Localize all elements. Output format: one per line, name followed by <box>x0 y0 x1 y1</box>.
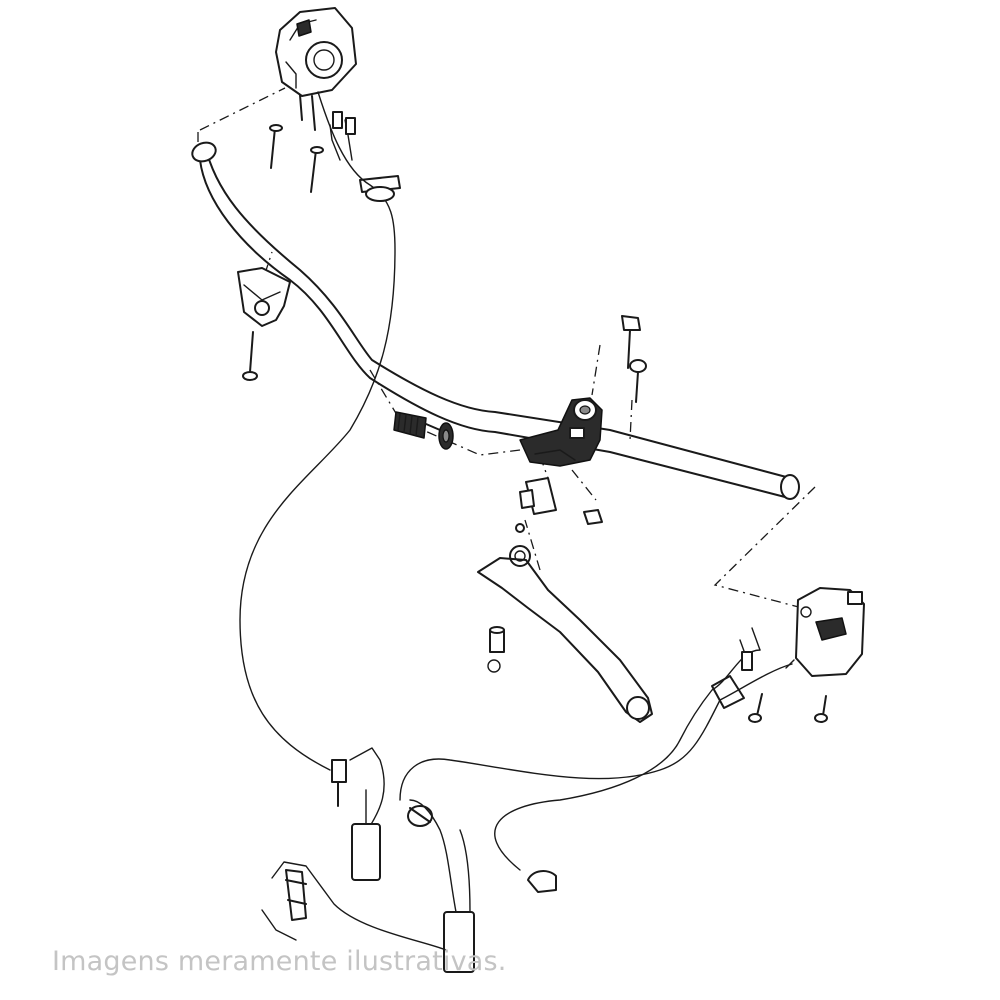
screws-bracket <box>621 315 647 403</box>
adjuster-bolt <box>393 411 441 439</box>
lock-ring <box>438 422 454 450</box>
watermark-text: Imagens meramente ilustrativas. <box>52 946 507 977</box>
left-switch-housing <box>275 7 357 131</box>
cable-clamp <box>407 805 557 893</box>
clutch-lever-bracket <box>519 397 603 467</box>
clutch-lever <box>477 545 653 723</box>
handlebar <box>191 141 800 500</box>
screws-left <box>242 124 324 381</box>
right-switch-housing <box>785 587 865 677</box>
pivot-bolt <box>487 626 505 673</box>
screws-right <box>748 693 828 723</box>
wiring-harness <box>399 627 793 871</box>
left-wiring <box>239 91 401 771</box>
handlebar-clamp <box>237 267 291 327</box>
connector-plugs <box>261 747 475 973</box>
small-parts <box>515 477 603 533</box>
leader-lines <box>197 87 816 611</box>
